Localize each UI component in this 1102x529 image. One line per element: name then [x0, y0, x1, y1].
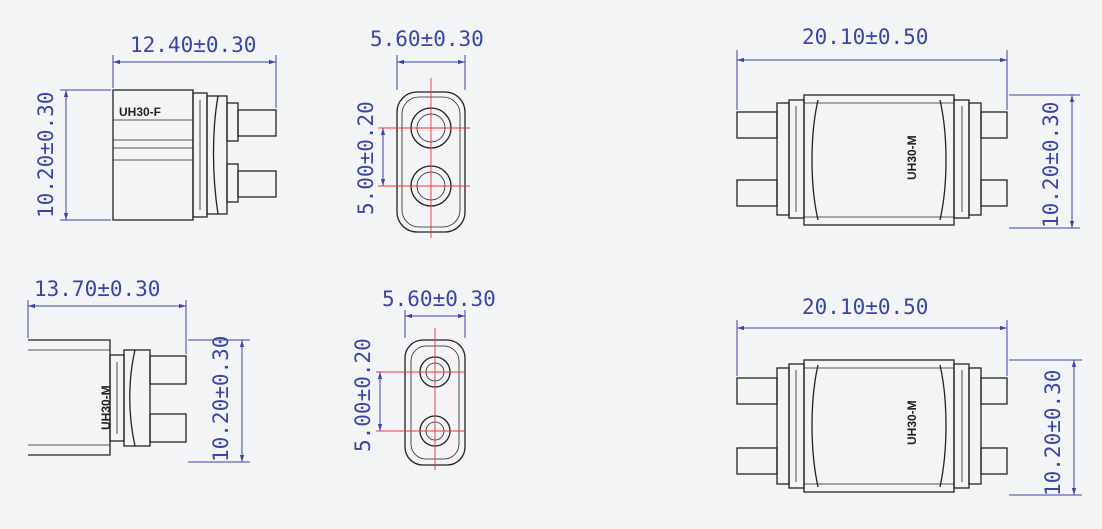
female-side-view: UH30-F 12.40±0.30 10.20±0.30 [34, 33, 277, 221]
mated-top-view: UH30-M 20.10±0.50 10.20±0.30 [736, 25, 1080, 229]
male-face-view: 5.60±0.30 5.00±0.20 [351, 287, 496, 470]
mated-bottom-height-dimension: 10.20±0.30 [1041, 370, 1065, 496]
mated-bottom-width-dimension: 20.10±0.50 [802, 295, 928, 319]
male-side-view: UH30-M 13.70±0.30 10.20±0.30 [27, 277, 250, 463]
male-side-model-label: UH30-M [99, 385, 113, 430]
mated-top-width-dimension: 20.10±0.50 [802, 25, 928, 49]
male-side-width-dimension: 13.70±0.30 [34, 277, 160, 301]
mated-top-height-dimension: 10.20±0.30 [1039, 102, 1063, 228]
female-height-dimension: 10.20±0.30 [34, 92, 58, 218]
mated-bottom-model-label: UH30-M [905, 400, 919, 445]
mated-top-model-label: UH30-M [905, 135, 919, 180]
male-face-width-dimension: 5.60±0.30 [382, 287, 496, 311]
female-face-view: 5.60±0.30 5.00±0.20 [354, 27, 484, 238]
female-pitch-dimension: 5.00±0.20 [354, 101, 378, 215]
male-pitch-dimension: 5.00±0.20 [351, 338, 375, 452]
female-face-width-dimension: 5.60±0.30 [370, 27, 484, 51]
mated-bottom-view: UH30-M 20.10±0.50 10.20±0.30 [736, 295, 1082, 496]
female-model-label: UH30-F [119, 105, 161, 119]
female-width-dimension: 12.40±0.30 [130, 33, 256, 57]
male-side-height-dimension: 10.20±0.30 [209, 336, 233, 462]
